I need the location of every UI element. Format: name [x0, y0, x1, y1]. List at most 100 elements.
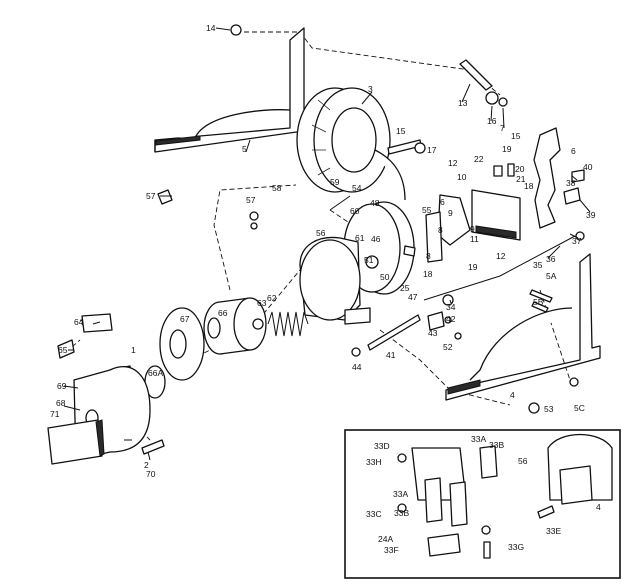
part-label-65: 65	[58, 345, 68, 355]
part-label-35: 35	[533, 260, 543, 270]
part-label-55: 55	[422, 205, 432, 215]
part-label-33d: 33D	[374, 441, 390, 451]
part-label-51: 51	[364, 255, 374, 265]
part-label-20: 20	[515, 164, 525, 174]
part-label-33c: 33C	[366, 509, 382, 519]
part-3-drum	[296, 87, 391, 193]
part-label-62: 62	[267, 293, 277, 303]
part-label-18: 18	[423, 269, 433, 279]
part-label-17: 17	[427, 145, 437, 155]
part-label-58: 58	[272, 183, 282, 193]
brake-pad-assembly	[425, 163, 521, 263]
part-label-19: 19	[468, 262, 478, 272]
part-label-33h: 33H	[366, 457, 382, 467]
part-label-69: 69	[57, 381, 67, 391]
part-6-lever	[533, 127, 585, 229]
part-label-33a: 33A	[393, 489, 408, 499]
part-label-33b: 33B	[394, 508, 409, 518]
fasteners	[141, 24, 585, 455]
part-label-18: 18	[524, 181, 534, 191]
leader-lines	[63, 27, 591, 461]
part-13-shaft	[459, 59, 508, 107]
part-label-71: 71	[50, 409, 60, 419]
part-label-16: 16	[487, 116, 497, 126]
part-label-2: 2	[144, 460, 149, 470]
part-label-12: 12	[496, 251, 506, 261]
part-label-12: 12	[448, 158, 458, 168]
part-label-60: 60	[350, 206, 360, 216]
part-label-6: 6	[571, 146, 576, 156]
part-label-54: 54	[352, 183, 362, 193]
part-label-10: 10	[457, 172, 467, 182]
part-label-13: 13	[458, 98, 468, 108]
part-label-33e: 33E	[546, 526, 561, 536]
part-label-63: 63	[257, 298, 267, 308]
part-label-3: 3	[368, 84, 373, 94]
part-label-39: 39	[586, 210, 596, 220]
part-label-36: 36	[546, 254, 556, 264]
part-62-spring	[267, 311, 309, 337]
part-label-5: 5	[242, 144, 247, 154]
part-label-46: 46	[371, 234, 381, 244]
part-label-41: 41	[386, 350, 396, 360]
part-66-coil	[203, 297, 267, 355]
part-label-4: 4	[510, 390, 515, 400]
part-label-24a: 24A	[378, 534, 393, 544]
part-label-64: 64	[74, 317, 84, 327]
part-15-pin	[387, 139, 426, 155]
part-label-22: 22	[474, 154, 484, 164]
part-36-rod	[499, 235, 576, 277]
part-label-19: 19	[502, 144, 512, 154]
part-label-57: 57	[146, 191, 156, 201]
part-label-52: 52	[443, 342, 453, 352]
part-label-37: 37	[572, 236, 582, 246]
part-label-70: 70	[146, 469, 156, 479]
part-label-9: 9	[470, 224, 475, 234]
part-34-rod	[423, 275, 501, 301]
part-label-15: 15	[511, 131, 521, 141]
part-label-33b: 33B	[489, 440, 504, 450]
part-71-terminal-box	[47, 419, 105, 465]
part-label-67: 67	[180, 314, 190, 324]
part-label-34: 34	[446, 302, 456, 312]
part-label-47: 47	[408, 292, 418, 302]
part-label-4: 4	[596, 502, 601, 512]
part-5-upper-bracket	[154, 27, 326, 153]
part-label-5a: 5A	[546, 271, 557, 281]
part-label-66a: 66A	[148, 368, 163, 378]
part-label-53: 53	[544, 404, 554, 414]
part-label-7: 7	[500, 123, 505, 133]
part-label-38: 38	[566, 178, 576, 188]
part-label-8: 8	[426, 251, 431, 261]
part-label-14: 14	[206, 23, 216, 33]
part-41-rod	[367, 314, 421, 351]
part-label-5b: 5B	[533, 297, 544, 307]
part-label-33f: 33F	[384, 545, 399, 555]
part-65-screw	[57, 339, 75, 359]
part-label-56: 56	[518, 456, 528, 466]
part-label-66: 66	[218, 308, 228, 318]
part-label-48: 48	[370, 198, 380, 208]
part-label-44: 44	[352, 362, 362, 372]
part-label-43: 43	[428, 328, 438, 338]
part-label-57: 57	[246, 195, 256, 205]
part-label-9: 9	[448, 208, 453, 218]
part-label-5c: 5C	[574, 403, 585, 413]
part-67-plate	[159, 307, 205, 381]
part-label-6: 6	[440, 197, 445, 207]
part-label-11: 11	[470, 234, 479, 244]
part-label-21: 21	[516, 174, 526, 184]
part-label-25: 25	[400, 283, 410, 293]
part-label-68: 68	[56, 398, 66, 408]
part-label-42: 42	[446, 314, 456, 324]
part-4-lower-bracket	[445, 253, 601, 401]
part-56-housing	[299, 236, 371, 325]
detail-inset	[344, 429, 621, 579]
part-label-56: 56	[316, 228, 326, 238]
part-label-40: 40	[583, 162, 593, 172]
part-label-33a: 33A	[471, 434, 486, 444]
part-label-33g: 33G	[508, 542, 524, 552]
